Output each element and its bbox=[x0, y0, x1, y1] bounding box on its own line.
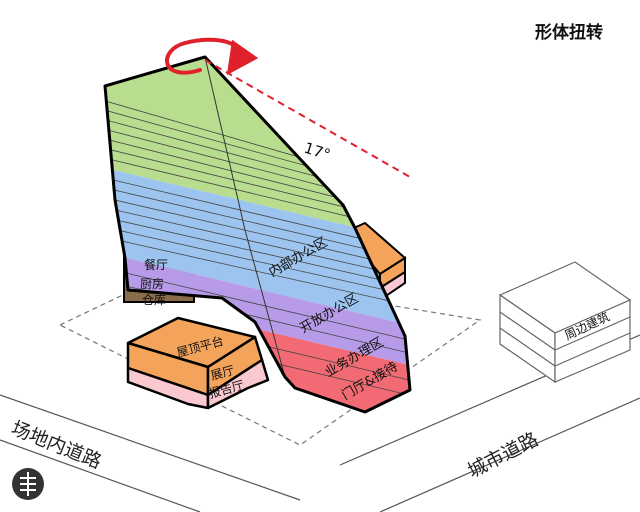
twist-edge bbox=[204, 57, 286, 378]
road-edge-left-outer bbox=[0, 439, 201, 512]
label-site-road: 场地内道路 bbox=[8, 417, 104, 473]
tower-outline bbox=[103, 55, 412, 414]
label-kitchen: 厨房 bbox=[140, 276, 164, 291]
rotation-reference-line bbox=[204, 59, 411, 178]
angle-label: 17° bbox=[302, 139, 333, 164]
rotation-arrow-icon bbox=[165, 37, 259, 76]
band-open-office bbox=[105, 155, 410, 330]
band-business-hall bbox=[105, 240, 410, 370]
logo-icon bbox=[12, 468, 44, 500]
road-lines bbox=[0, 334, 640, 512]
exhibition-side bbox=[206, 358, 270, 410]
surrounding-building bbox=[498, 261, 632, 384]
road-edge-right-outer bbox=[379, 397, 640, 512]
label-exhibition-hall: 展厅 bbox=[209, 363, 236, 383]
label-city-road: 城市道路 bbox=[464, 428, 542, 482]
podium-front bbox=[126, 316, 270, 410]
road-edge-left-inner bbox=[0, 394, 301, 501]
label-canteen: 餐厅 bbox=[144, 257, 168, 272]
exhibition-front bbox=[126, 366, 210, 410]
diagram-title: 形体扭转 bbox=[535, 22, 603, 43]
label-warehouse: 仓库 bbox=[142, 292, 166, 307]
